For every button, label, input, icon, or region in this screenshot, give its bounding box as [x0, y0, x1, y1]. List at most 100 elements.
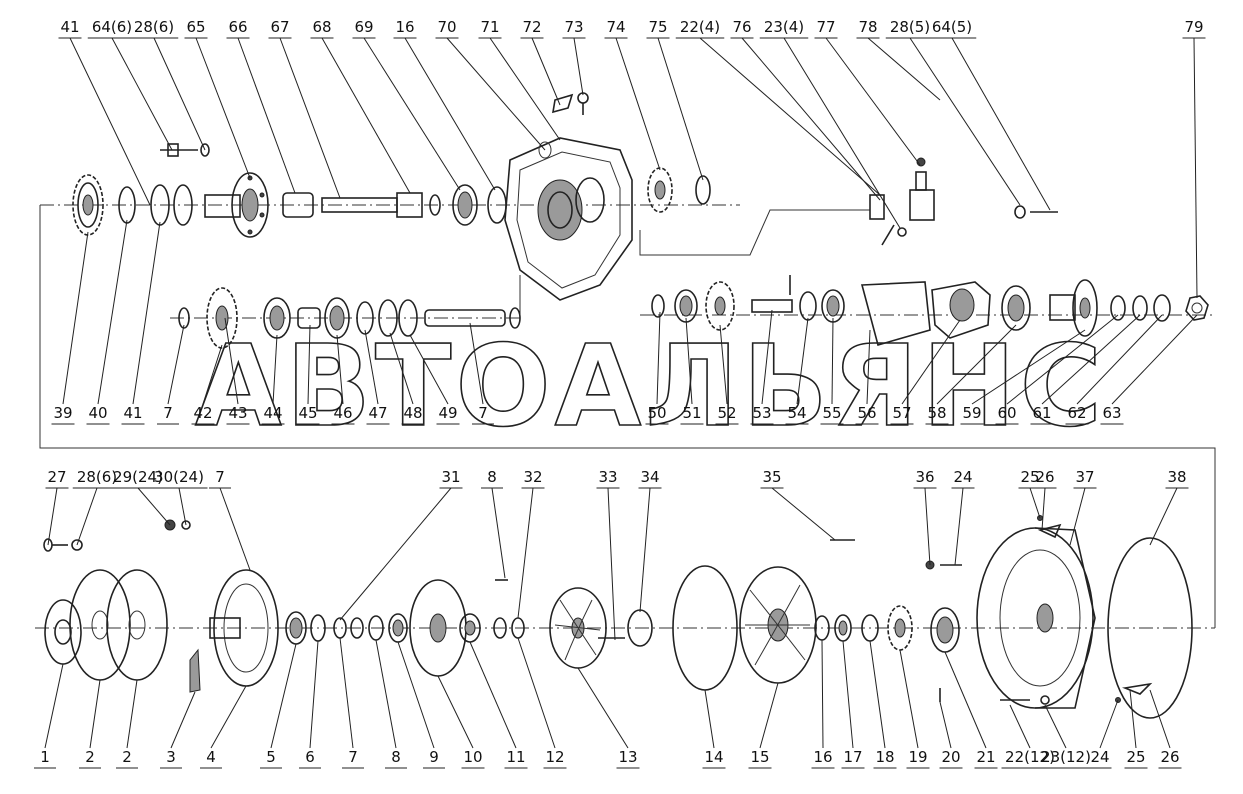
- leader-line-mid-21: [936, 324, 1017, 405]
- washer-28-6: [71, 539, 83, 551]
- leader-line-top-7: [363, 37, 461, 191]
- leader-line-mid-1: [97, 219, 128, 405]
- callout-low_top-15: 37: [1075, 468, 1094, 486]
- callout-bottom-17: 17: [843, 748, 862, 766]
- sleeve-45: [297, 307, 321, 329]
- callout-mid-1: 40: [88, 404, 107, 422]
- leader-line-bottom-21: [944, 651, 987, 749]
- leader-line-mid-12: [469, 322, 484, 405]
- leader-line-mid-24: [1041, 314, 1141, 405]
- callout-mid-17: 54: [787, 404, 806, 422]
- leader-line-mid-15: [719, 324, 728, 405]
- leader-line-mid-6: [272, 334, 278, 405]
- hub-flange-4: [209, 569, 279, 687]
- callout-mid-8: 46: [333, 404, 352, 422]
- callout-mid-18: 55: [822, 404, 841, 422]
- leader-line-top-17: [783, 37, 901, 229]
- plate-76: [869, 194, 885, 220]
- flange-plate-1: [44, 599, 82, 665]
- nut-79: [1185, 295, 1209, 321]
- leader-line-bottom-26: [1149, 689, 1171, 749]
- callout-top-1: 64(6): [92, 18, 132, 36]
- callout-bottom-15: 15: [750, 748, 769, 766]
- callout-bottom-5: 5: [266, 748, 276, 766]
- housing-70: [504, 137, 633, 301]
- leader-line-bottom-10: [437, 675, 474, 749]
- callout-mid-23: 60: [997, 404, 1016, 422]
- leader-line-low_top-11: [924, 487, 931, 566]
- callout-mid-13: 50: [647, 404, 666, 422]
- callout-bottom-24: 24: [1090, 748, 1109, 766]
- leader-line-top-5: [279, 37, 341, 199]
- leader-line-low_top-12: [954, 487, 964, 566]
- plate-26a: [1037, 523, 1062, 539]
- watermark-text: АВТОАЛЬЯНС: [195, 322, 1106, 452]
- callout-top-14: 75: [648, 18, 667, 36]
- leader-line-top-4: [237, 37, 296, 194]
- leader-line-low_top-3: [178, 487, 187, 526]
- callout-bottom-12: 12: [545, 748, 564, 766]
- leader-line-mid-18: [831, 317, 834, 405]
- callout-low_top-7: 32: [523, 468, 542, 486]
- oring-41b: [173, 184, 193, 226]
- callout-top-16: 76: [732, 18, 751, 36]
- callout-top-10: 71: [480, 18, 499, 36]
- callout-mid-7: 45: [298, 404, 317, 422]
- leader-line-bottom-16: [821, 639, 824, 749]
- leader-line-low_top-4: [219, 487, 251, 571]
- friction-disc-2b: [106, 569, 168, 681]
- leader-line-mid-26: [1111, 314, 1198, 405]
- bearing-17: [834, 614, 852, 642]
- callout-top-7: 69: [354, 18, 373, 36]
- callout-top-20: 28(5): [890, 18, 930, 36]
- callout-bottom-1: 2: [85, 748, 95, 766]
- callout-mid-2: 41: [123, 404, 142, 422]
- leader-line-low_top-8: [607, 487, 616, 641]
- callout-low_top-9: 34: [640, 468, 659, 486]
- leader-line-mid-23: [1006, 314, 1119, 405]
- leader-line-bottom-9: [397, 641, 435, 749]
- callout-bottom-20: 20: [941, 748, 960, 766]
- washer-23-4: [897, 227, 907, 237]
- middle-shaft-assembly: [178, 275, 1209, 349]
- hub-65: [204, 172, 269, 238]
- callout-top-6: 68: [312, 18, 331, 36]
- bearing-44: [263, 297, 291, 339]
- bearing-5: [285, 611, 307, 645]
- callout-low_top-11: 36: [915, 468, 934, 486]
- callout-low_top-1: 28(6): [77, 468, 117, 486]
- callout-low_top-3: 30(24): [154, 468, 204, 486]
- leader-line-bottom-18: [869, 640, 886, 749]
- callout-bottom-0: 1: [40, 748, 50, 766]
- callout-top-11: 72: [522, 18, 541, 36]
- callout-top-15: 22(4): [680, 18, 720, 36]
- callout-mid-0: 39: [53, 404, 72, 422]
- leader-line-low_top-6: [491, 487, 506, 579]
- leader-line-bottom-19: [899, 649, 919, 749]
- valve-77: [909, 157, 935, 221]
- leader-line-bottom-6: [309, 640, 319, 749]
- disc-10: [409, 579, 467, 677]
- ring-61: [1110, 295, 1126, 321]
- ring-47: [356, 301, 374, 335]
- leader-line-top-13: [615, 37, 661, 171]
- callout-top-19: 78: [858, 18, 877, 36]
- leader-line-bottom-2: [126, 679, 138, 749]
- callout-mid-21: 58: [927, 404, 946, 422]
- segment-3: [189, 648, 201, 693]
- leader-line-low_top-1: [76, 487, 98, 546]
- callout-bottom-19: 19: [908, 748, 927, 766]
- leader-line-top-1: [111, 37, 173, 151]
- callout-bottom-8: 8: [391, 748, 401, 766]
- callout-low_top-10: 35: [762, 468, 781, 486]
- leader-line-bottom-24: [1099, 699, 1119, 749]
- leader-line-top-2: [153, 37, 206, 151]
- bearing-55: [821, 289, 845, 323]
- callout-bottom-21: 21: [976, 748, 995, 766]
- leader-line-top-11: [531, 37, 561, 106]
- leader-line-top-6: [321, 37, 411, 194]
- leader-line-bottom-15: [759, 682, 779, 749]
- callout-low_top-4: 7: [215, 468, 225, 486]
- callout-bottom-3: 3: [166, 748, 176, 766]
